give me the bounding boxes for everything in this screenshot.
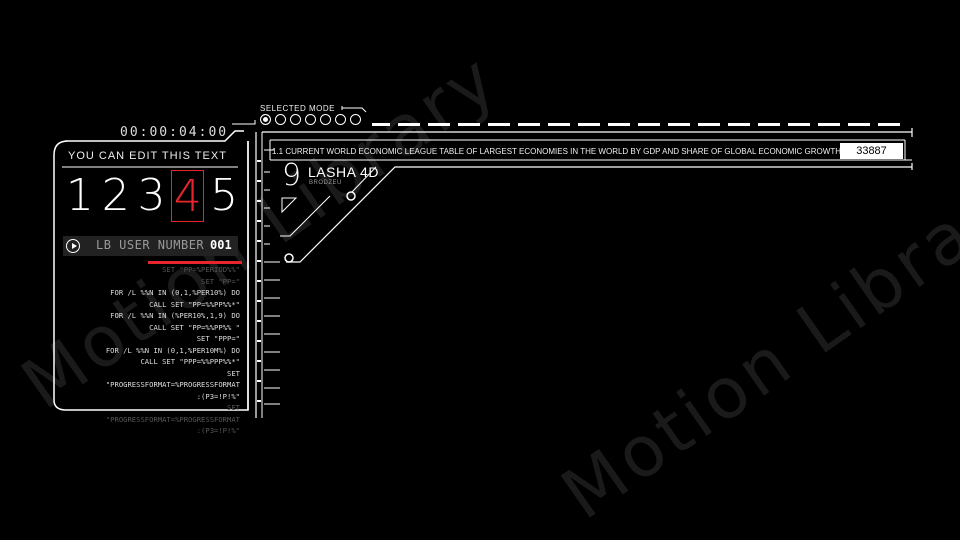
- progress-bar: [148, 261, 242, 264]
- digit-3[interactable]: 3: [137, 170, 166, 221]
- digit-4-highlighted[interactable]: 4: [171, 170, 205, 222]
- code-line: SET "PP=": [201, 276, 240, 286]
- selected-mode-label: SELECTED MODE: [260, 104, 335, 113]
- mode-dot-3[interactable]: [290, 114, 301, 125]
- value-box: 33887: [840, 143, 903, 159]
- code-line: FOR /L %%N IN (0,1,%PER10M%) DO: [105, 345, 240, 355]
- profile-name: LASHA 4D: [308, 164, 379, 180]
- mode-dot-1[interactable]: [260, 114, 271, 125]
- profile-subtitle: BRODZEU: [309, 180, 342, 186]
- digit-row: 1 2 3 4 5: [62, 170, 242, 224]
- code-line: SET "PP=%PERIOD%%": [162, 265, 240, 274]
- digit-5[interactable]: 5: [210, 170, 239, 221]
- panel-title: YOU CAN EDIT THIS TEXT: [68, 150, 227, 162]
- user-number-bar: [63, 236, 238, 256]
- code-line: FOR /L %%N IN (0,1,%PER10%) DO: [110, 288, 240, 297]
- code-block: SET "PP=%PERIOD%%" SET "PP=" FOR /L %%N IN…: [60, 264, 240, 437]
- user-number-value: 001: [210, 238, 232, 252]
- code-line: CALL SET "PPP=%%PPP%%*": [140, 357, 240, 366]
- code-line: CALL SET "PP=%%PP%%*": [149, 299, 240, 309]
- code-line: :(P3=!P!%": [196, 391, 240, 401]
- code-line: SET "PPP=": [196, 334, 240, 343]
- mode-dot-6[interactable]: [335, 114, 346, 125]
- timecode: 00:00:04:00: [120, 125, 229, 140]
- code-line: SET: [227, 403, 240, 412]
- mode-dot-2[interactable]: [275, 114, 286, 125]
- code-line: "PROGRESSFORMAT=%PROGRESSFORMAT: [105, 414, 240, 424]
- headline: 1.1 CURRENT WORLD ECONOMIC LEAGUE TABLE …: [272, 147, 841, 156]
- user-number-label: LB USER NUMBER: [96, 238, 205, 252]
- mode-dot-4[interactable]: [305, 114, 316, 125]
- digit-2[interactable]: 2: [101, 170, 130, 221]
- play-icon[interactable]: [66, 239, 80, 253]
- digit-1[interactable]: 1: [65, 170, 94, 221]
- mode-dot-7[interactable]: [350, 114, 361, 125]
- code-line: SET: [227, 368, 240, 378]
- code-line: "PROGRESSFORMAT=%PROGRESSFORMAT: [105, 380, 240, 389]
- code-line: :(P3=!P!%": [196, 426, 240, 435]
- code-line: FOR /L %%N IN (%PER10%,1,9) DO: [110, 311, 240, 320]
- mode-dot-5[interactable]: [320, 114, 331, 125]
- profile-number: 9: [282, 158, 302, 193]
- code-line: CALL SET "PP=%%PP%% ": [149, 322, 240, 332]
